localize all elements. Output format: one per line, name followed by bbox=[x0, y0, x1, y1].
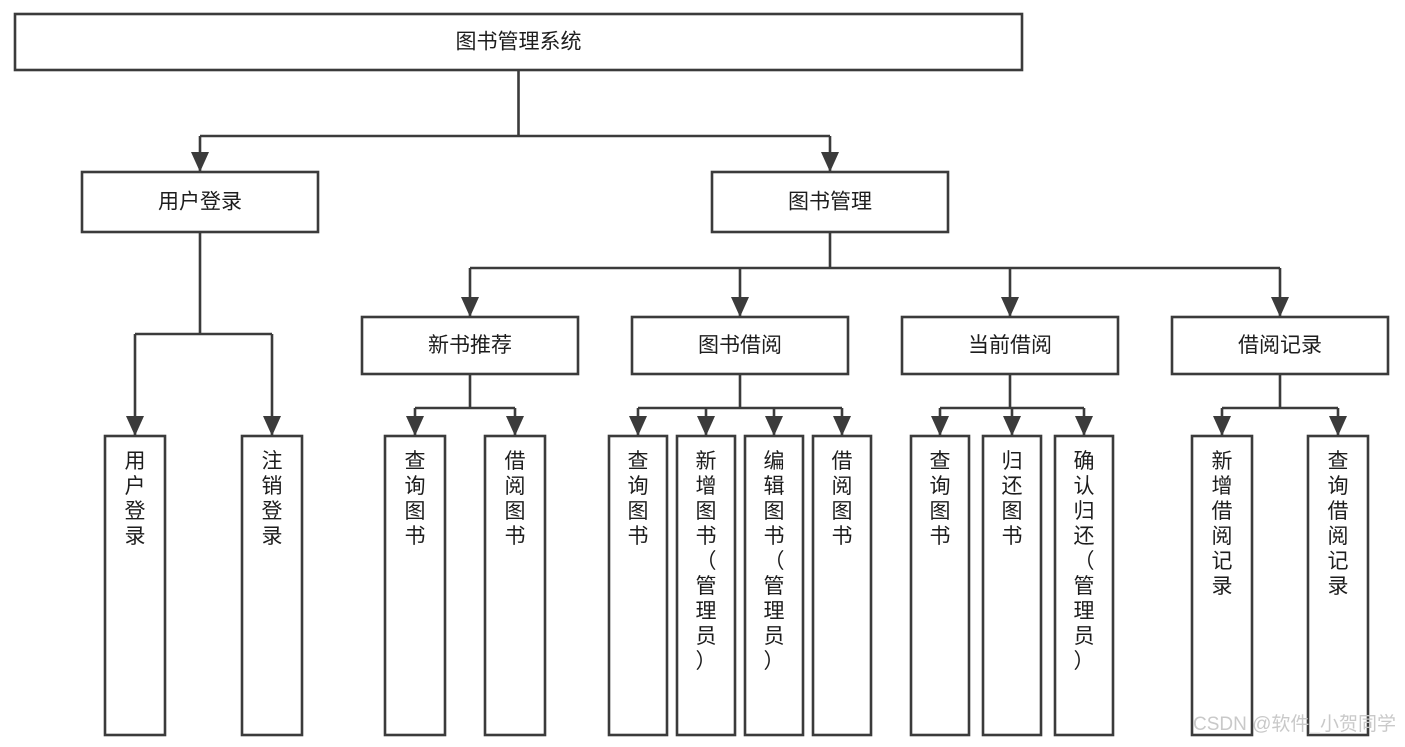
node-leaf-user-logout[interactable]: 注销登录 bbox=[240, 434, 304, 737]
node-box-book-borrow[interactable] bbox=[630, 315, 850, 376]
nodes-layer: 图书管理系统用户登录图书管理新书推荐图书借阅当前借阅借阅记录用户登录注销登录查询… bbox=[13, 12, 1390, 737]
node-leaf-borrow-book-recommend[interactable]: 借阅图书 bbox=[483, 434, 547, 737]
node-label-leaf-return-book: 归还图书 bbox=[1002, 450, 1023, 548]
node-box-leaf-add-borrow-record[interactable] bbox=[1190, 434, 1254, 737]
node-label-leaf-query-book-recommend: 查询图书 bbox=[405, 450, 426, 548]
node-leaf-return-book[interactable]: 归还图书 bbox=[981, 434, 1043, 737]
current-borrow-to-leaves-arrow-2 bbox=[1075, 416, 1093, 436]
book-borrow-to-leaves-arrow-0 bbox=[629, 416, 647, 436]
node-box-leaf-query-book-recommend[interactable] bbox=[383, 434, 447, 737]
node-box-leaf-borrow-book-recommend[interactable] bbox=[483, 434, 547, 737]
node-book-borrow[interactable]: 图书借阅 bbox=[630, 315, 850, 376]
node-box-root[interactable] bbox=[13, 12, 1024, 72]
node-label-user-login: 用户登录 bbox=[158, 191, 242, 214]
bookmanage-to-level2-arrow-1 bbox=[731, 297, 749, 317]
node-label-leaf-borrow-book: 借阅图书 bbox=[832, 450, 853, 548]
borrow-record-to-leaves-arrow-0 bbox=[1213, 416, 1231, 436]
node-box-current-borrow[interactable] bbox=[900, 315, 1120, 376]
node-leaf-query-book-current[interactable]: 查询图书 bbox=[909, 434, 971, 737]
node-leaf-edit-book-admin[interactable]: 编辑图书（管理员） bbox=[743, 434, 805, 737]
connectors-layer bbox=[126, 70, 1347, 436]
root-to-level1-arrow-0 bbox=[191, 152, 209, 172]
node-leaf-confirm-return-admin[interactable]: 确认归还（管理员） bbox=[1053, 434, 1115, 737]
node-label-leaf-query-book-current: 查询图书 bbox=[930, 450, 951, 548]
node-box-leaf-query-borrow-record[interactable] bbox=[1306, 434, 1370, 737]
node-box-leaf-confirm-return-admin[interactable] bbox=[1053, 434, 1115, 737]
node-label-leaf-edit-book-admin: 编辑图书（管理员） bbox=[764, 450, 785, 673]
node-leaf-add-borrow-record[interactable]: 新增借阅记录 bbox=[1190, 434, 1254, 737]
bookmanage-to-level2-arrow-0 bbox=[461, 297, 479, 317]
node-label-leaf-borrow-book-recommend: 借阅图书 bbox=[505, 450, 526, 548]
node-box-user-login[interactable] bbox=[80, 170, 320, 234]
node-leaf-query-borrow-record[interactable]: 查询借阅记录 bbox=[1306, 434, 1370, 737]
bookmanage-to-level2-arrow-3 bbox=[1271, 297, 1289, 317]
node-box-leaf-query-book-borrow[interactable] bbox=[607, 434, 669, 737]
new-book-recommend-to-leaves-arrow-1 bbox=[506, 416, 524, 436]
node-book-manage[interactable]: 图书管理 bbox=[710, 170, 950, 234]
node-label-leaf-add-borrow-record: 新增借阅记录 bbox=[1212, 450, 1233, 598]
node-new-book-recommend[interactable]: 新书推荐 bbox=[360, 315, 580, 376]
node-label-new-book-recommend: 新书推荐 bbox=[428, 334, 512, 357]
node-box-borrow-record[interactable] bbox=[1170, 315, 1390, 376]
node-label-leaf-confirm-return-admin: 确认归还（管理员） bbox=[1074, 450, 1095, 673]
node-label-borrow-record: 借阅记录 bbox=[1238, 334, 1322, 357]
current-borrow-to-leaves-arrow-1 bbox=[1003, 416, 1021, 436]
current-borrow-to-leaves-arrow-0 bbox=[931, 416, 949, 436]
node-label-leaf-user-login: 用户登录 bbox=[125, 450, 146, 548]
node-label-root: 图书管理系统 bbox=[456, 31, 582, 54]
root-to-level1-arrow-1 bbox=[821, 152, 839, 172]
node-label-leaf-add-book-admin: 新增图书（管理员） bbox=[696, 450, 717, 673]
node-box-leaf-borrow-book[interactable] bbox=[811, 434, 873, 737]
bookmanage-to-level2-arrow-2 bbox=[1001, 297, 1019, 317]
node-box-new-book-recommend[interactable] bbox=[360, 315, 580, 376]
node-box-leaf-add-book-admin[interactable] bbox=[675, 434, 737, 737]
node-box-leaf-return-book[interactable] bbox=[981, 434, 1043, 737]
book-borrow-to-leaves-arrow-1 bbox=[697, 416, 715, 436]
book-borrow-to-leaves-arrow-2 bbox=[765, 416, 783, 436]
node-leaf-query-book-recommend[interactable]: 查询图书 bbox=[383, 434, 447, 737]
node-label-book-manage: 图书管理 bbox=[788, 191, 872, 214]
csdn-watermark: CSDN @软件_小贺同学 bbox=[1193, 713, 1396, 735]
node-leaf-add-book-admin[interactable]: 新增图书（管理员） bbox=[675, 434, 737, 737]
book-borrow-to-leaves-arrow-3 bbox=[833, 416, 851, 436]
node-leaf-query-book-borrow[interactable]: 查询图书 bbox=[607, 434, 669, 737]
node-box-leaf-user-logout[interactable] bbox=[240, 434, 304, 737]
node-box-leaf-edit-book-admin[interactable] bbox=[743, 434, 805, 737]
node-label-leaf-query-book-borrow: 查询图书 bbox=[628, 450, 649, 548]
new-book-recommend-to-leaves-arrow-0 bbox=[406, 416, 424, 436]
userlogin-to-leaves-arrow-1 bbox=[263, 416, 281, 436]
userlogin-to-leaves-arrow-0 bbox=[126, 416, 144, 436]
node-leaf-user-login[interactable]: 用户登录 bbox=[103, 434, 167, 737]
node-user-login[interactable]: 用户登录 bbox=[80, 170, 320, 234]
node-label-leaf-user-logout: 注销登录 bbox=[262, 450, 283, 548]
node-root[interactable]: 图书管理系统 bbox=[13, 12, 1024, 72]
node-box-leaf-query-book-current[interactable] bbox=[909, 434, 971, 737]
node-label-book-borrow: 图书借阅 bbox=[698, 334, 782, 357]
node-current-borrow[interactable]: 当前借阅 bbox=[900, 315, 1120, 376]
borrow-record-to-leaves-arrow-1 bbox=[1329, 416, 1347, 436]
node-box-leaf-user-login[interactable] bbox=[103, 434, 167, 737]
node-borrow-record[interactable]: 借阅记录 bbox=[1170, 315, 1390, 376]
node-label-current-borrow: 当前借阅 bbox=[968, 334, 1052, 357]
node-box-book-manage[interactable] bbox=[710, 170, 950, 234]
node-leaf-borrow-book[interactable]: 借阅图书 bbox=[811, 434, 873, 737]
node-label-leaf-query-borrow-record: 查询借阅记录 bbox=[1328, 450, 1349, 598]
